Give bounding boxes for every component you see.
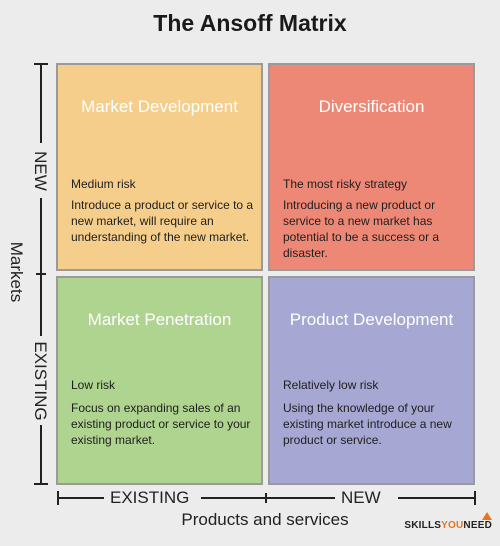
x-axis-line: [57, 497, 104, 499]
page-title: The Ansoff Matrix: [153, 10, 347, 36]
quadrant-diversification: Diversification The most risky strategy …: [268, 63, 475, 271]
y-axis-existing-label: EXISTING: [31, 341, 50, 421]
y-axis-mid-tick: [36, 273, 46, 275]
x-axis-mid-tick: [265, 493, 267, 503]
x-axis-existing-label: EXISTING: [110, 488, 190, 507]
y-axis-bottom-cap: [34, 483, 48, 485]
quadrant-title: Product Development: [289, 310, 454, 329]
y-axis-title: Markets: [7, 241, 26, 303]
quadrant-description: Focus on expanding sales of an existing …: [71, 401, 251, 447]
y-axis-line: [40, 63, 42, 143]
quadrant-description: Introducing a new product or service to …: [283, 198, 440, 260]
x-axis-title: Products and services: [181, 510, 349, 529]
quadrant-title: Diversification: [318, 97, 425, 116]
y-axis-line: [40, 198, 42, 336]
x-axis-new-label: NEW: [341, 488, 381, 507]
quadrant-risk: Medium risk: [71, 177, 136, 191]
quadrant-title: Market Penetration: [87, 310, 232, 329]
quadrant-title: Market Development: [81, 97, 238, 116]
x-axis-line: [201, 497, 335, 499]
quadrant-market-penetration: Market Penetration Low risk Focus on exp…: [56, 276, 263, 485]
brand-logo: SKILLSYOUNEED: [404, 520, 492, 531]
quadrant-market-development: Market Development Medium risk Introduce…: [56, 63, 263, 271]
x-axis-line: [398, 497, 475, 499]
x-axis-right-cap: [474, 491, 476, 505]
quadrant-description: Using the knowledge of your existing mar…: [283, 401, 452, 447]
y-axis-line: [40, 425, 42, 485]
quadrant-risk: The most risky strategy: [283, 177, 408, 191]
quadrant-product-development: Product Development Relatively low risk …: [268, 276, 475, 485]
quadrant-risk: Low risk: [71, 378, 116, 392]
quadrant-risk: Relatively low risk: [283, 378, 379, 392]
quadrant-description: Introduce a product or service to a new …: [71, 198, 254, 244]
brand-logo-icon: [482, 512, 492, 520]
